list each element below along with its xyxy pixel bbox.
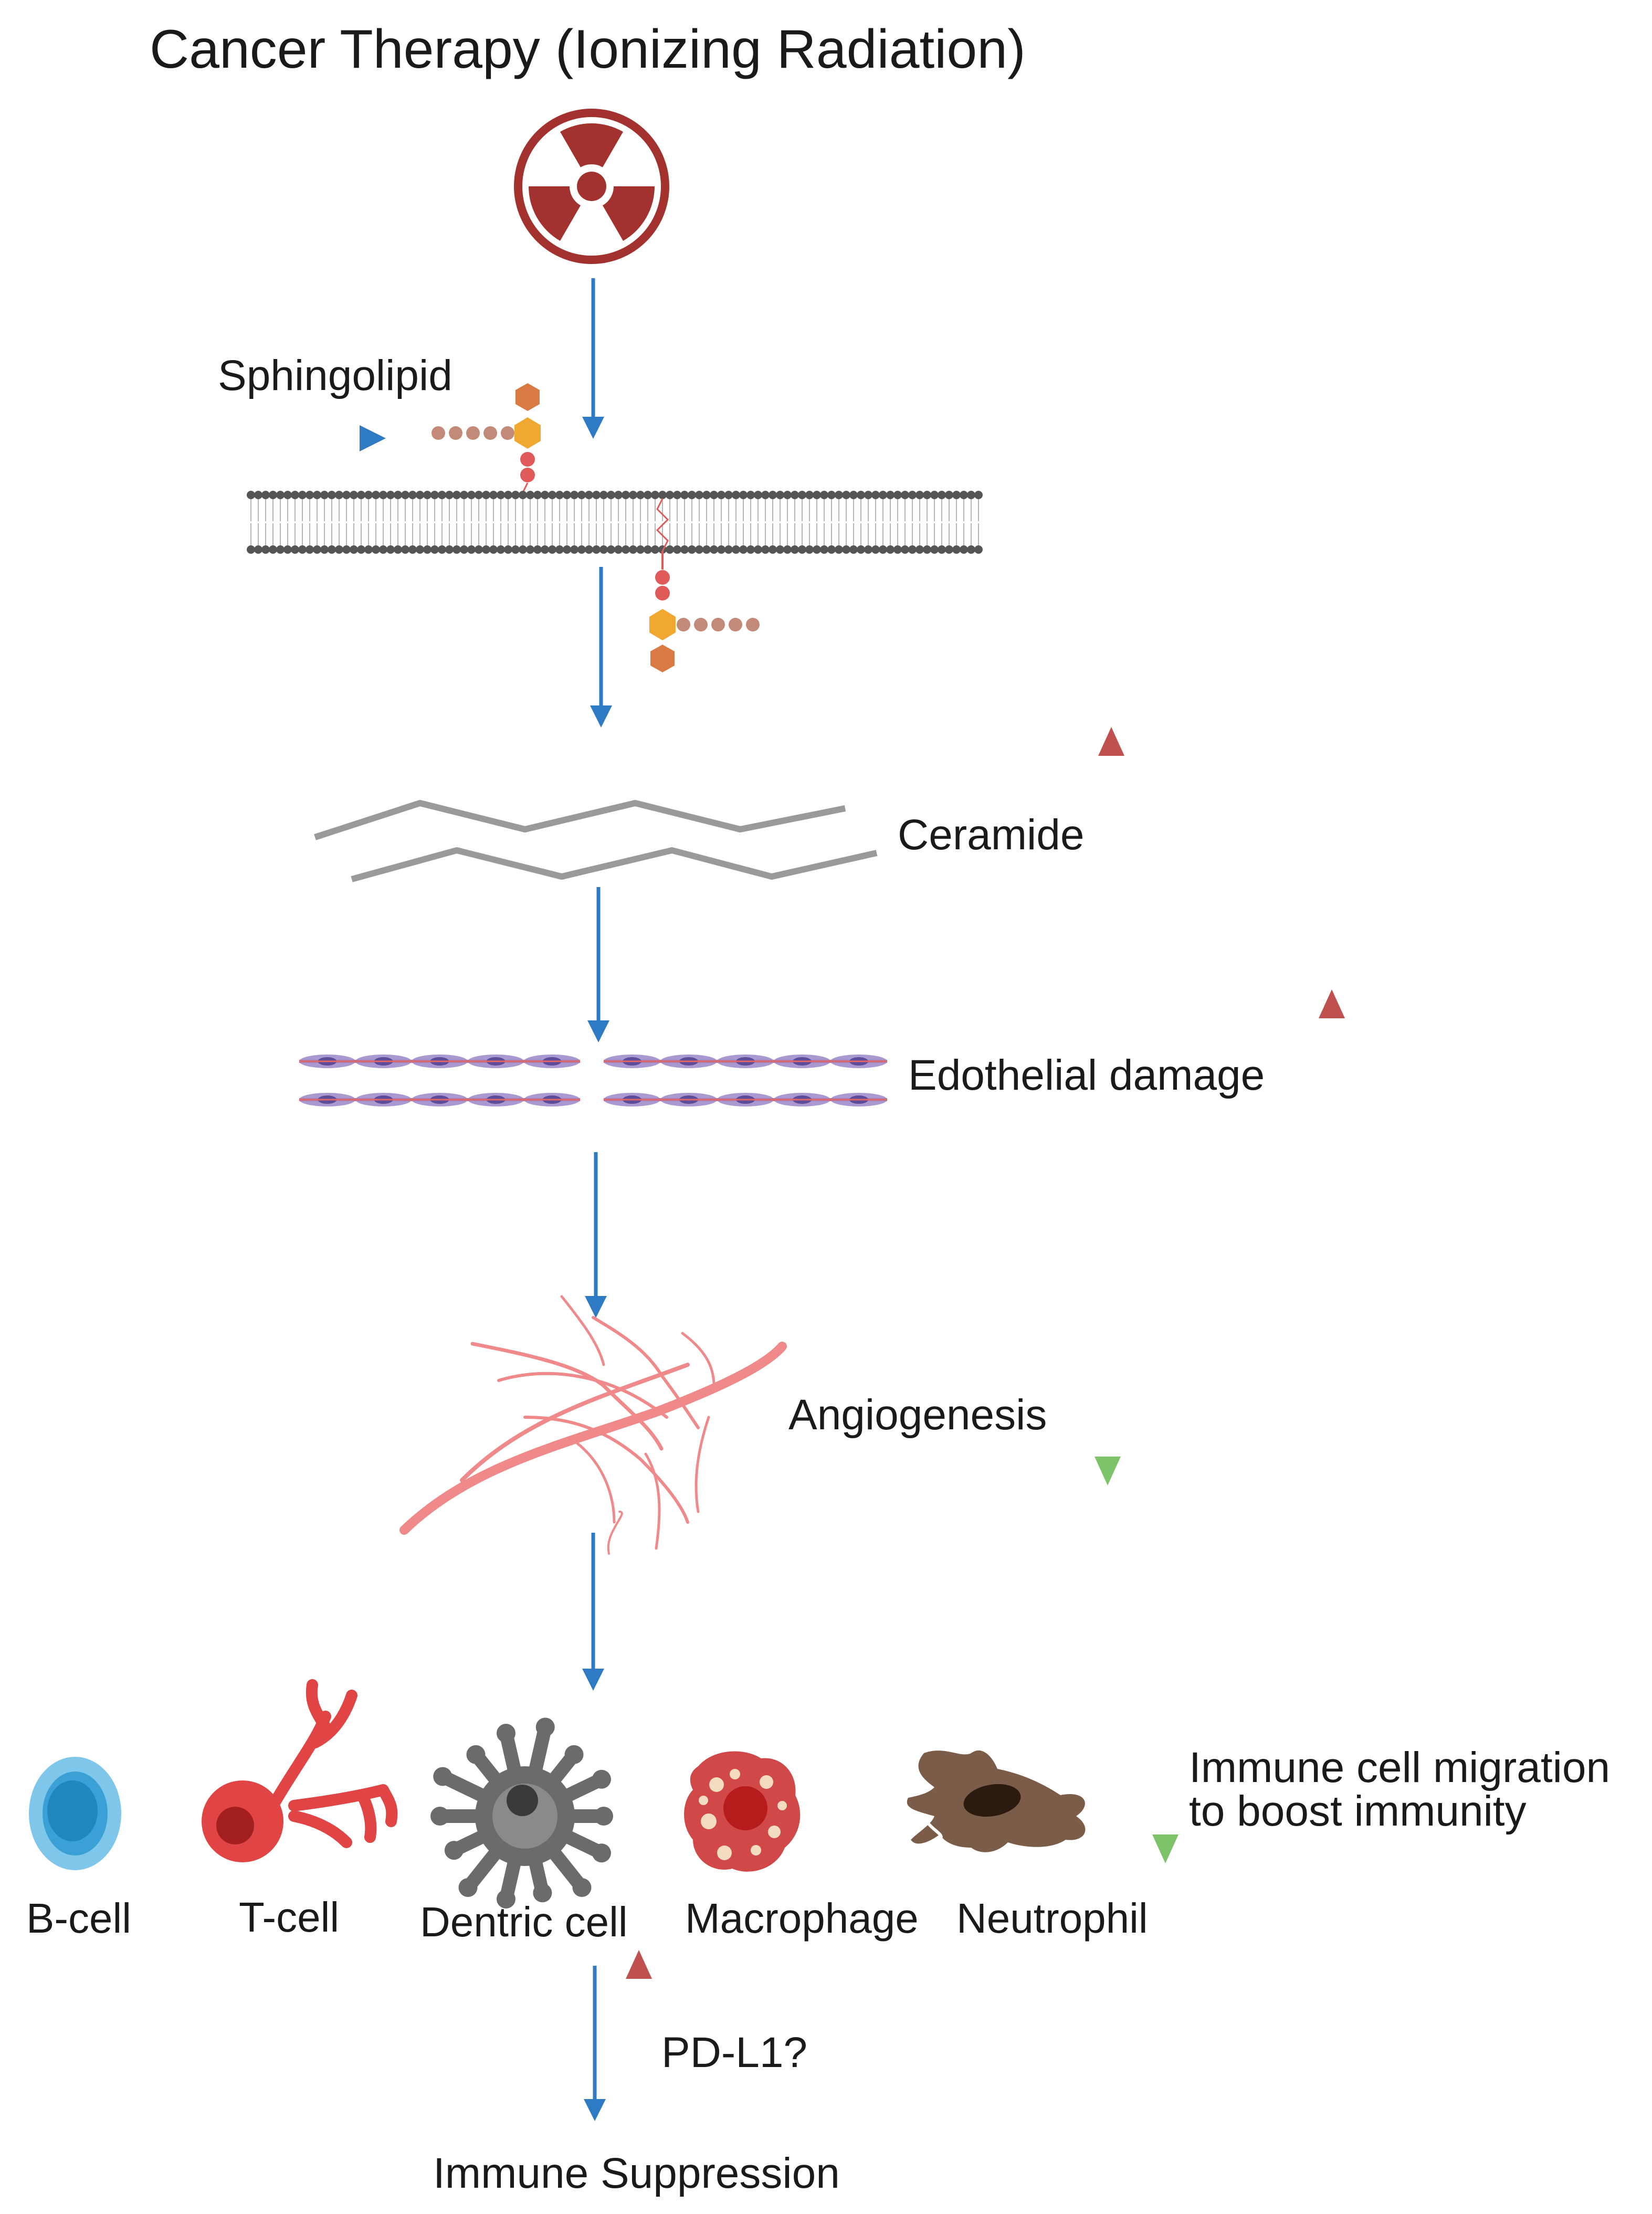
migration-label-line1: Immune cell migration (1189, 1744, 1611, 1791)
sphingolipid-arrow-head (360, 425, 386, 451)
neutrophil-label: Neutrophil (956, 1895, 1148, 1942)
immune-suppression-label: Immune Suppression (433, 2149, 840, 2197)
radiation-icon (514, 109, 669, 264)
dendritic-cell-icon (430, 1717, 613, 1909)
endothelial-increase-arrow-head (1319, 989, 1345, 1018)
pdl1-label: PD-L1? (661, 2029, 808, 2076)
angiogenesis-label: Angiogenesis (788, 1391, 1047, 1439)
blood-vessels-icon (399, 1295, 787, 1555)
t-cell-label: T-cell (239, 1894, 340, 1941)
pdl1-increase-arrow-head (626, 1950, 652, 1979)
cell-membrane (247, 491, 983, 554)
ceramide-label: Ceramide (898, 811, 1085, 859)
diagram-title: Cancer Therapy (Ionizing Radiation) (150, 19, 1026, 80)
sphingolipid-label: Sphingolipid (218, 352, 453, 399)
ceramide-increase-arrow-head (1098, 727, 1124, 756)
b-cell-icon (29, 1757, 121, 1870)
angiogenesis-decrease-arrow-head (1095, 1457, 1121, 1485)
t-cell-icon (202, 1679, 398, 1862)
neutrophil-icon (907, 1750, 1086, 1852)
sphingolipid-molecule-inner (649, 498, 760, 672)
endothelial-damage-label: Edothelial damage (908, 1051, 1265, 1099)
b-cell-label: B-cell (26, 1895, 132, 1942)
sphingolipid-molecule-outer (432, 383, 541, 544)
macrophage-icon (684, 1751, 801, 1872)
macrophage-label: Macrophage (685, 1895, 919, 1942)
migration-decrease-arrow-head (1152, 1835, 1179, 1863)
endothelial-cells-icon (299, 1055, 887, 1106)
dendritic-cell-label: Dentric cell (420, 1899, 628, 1945)
ceramide-icon (314, 800, 878, 882)
migration-label-line2: to boost immunity (1189, 1787, 1527, 1835)
flow-arrows (582, 278, 612, 2121)
